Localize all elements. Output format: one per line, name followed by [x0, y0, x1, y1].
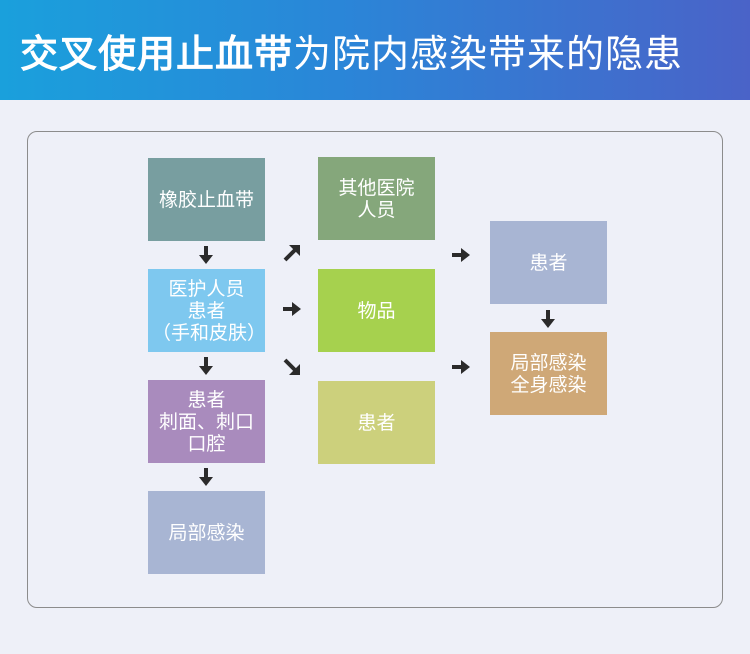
title-emphasis: 交叉使用止血带 — [20, 31, 294, 76]
node-medical-staff: 医护人员 患者 （手和皮肤） — [148, 269, 267, 352]
arrow-down-1 — [199, 246, 213, 264]
arrow-down-3 — [199, 468, 213, 486]
node-tourniquet-label: 橡胶止血带 — [158, 188, 254, 211]
arrow-down-2 — [199, 357, 213, 375]
arrow-right-top — [452, 248, 470, 262]
header-banner: 交叉使用止血带为院内感染带来的隐患 — [0, 0, 750, 100]
node-items: 物品 — [318, 269, 435, 352]
node-other-staff-label: 其他医院 人员 — [338, 176, 415, 221]
node-patient-right: 患者 — [490, 221, 607, 304]
arrow-up-right — [283, 244, 301, 262]
node-tourniquet: 橡胶止血带 — [148, 158, 265, 241]
node-other-staff: 其他医院 人员 — [318, 157, 435, 240]
arrow-down-right — [283, 358, 301, 376]
title-rest: 为院内感染带来的隐患 — [293, 31, 684, 76]
arrow-right-mid — [283, 302, 301, 316]
node-items-label: 物品 — [357, 299, 396, 322]
page-title: 交叉使用止血带为院内感染带来的隐患 — [20, 23, 683, 78]
node-medical-staff-label: 医护人员 患者 （手和皮肤） — [152, 277, 267, 344]
node-patient-right-label: 患者 — [529, 251, 568, 274]
node-patient-mid-label: 患者 — [357, 411, 396, 434]
node-patient-mid: 患者 — [318, 381, 435, 464]
node-local-infection-1-label: 局部感染 — [168, 521, 245, 544]
node-infection-right-label: 局部感染 全身感染 — [510, 351, 587, 396]
node-patient-puncture: 患者 刺面、刺口 口腔 — [148, 380, 265, 463]
node-infection-right: 局部感染 全身感染 — [490, 332, 607, 415]
node-local-infection-1: 局部感染 — [148, 491, 265, 574]
arrow-down-right-column — [541, 310, 555, 328]
node-patient-puncture-label: 患者 刺面、刺口 口腔 — [158, 388, 254, 455]
arrow-right-bottom — [452, 360, 470, 374]
